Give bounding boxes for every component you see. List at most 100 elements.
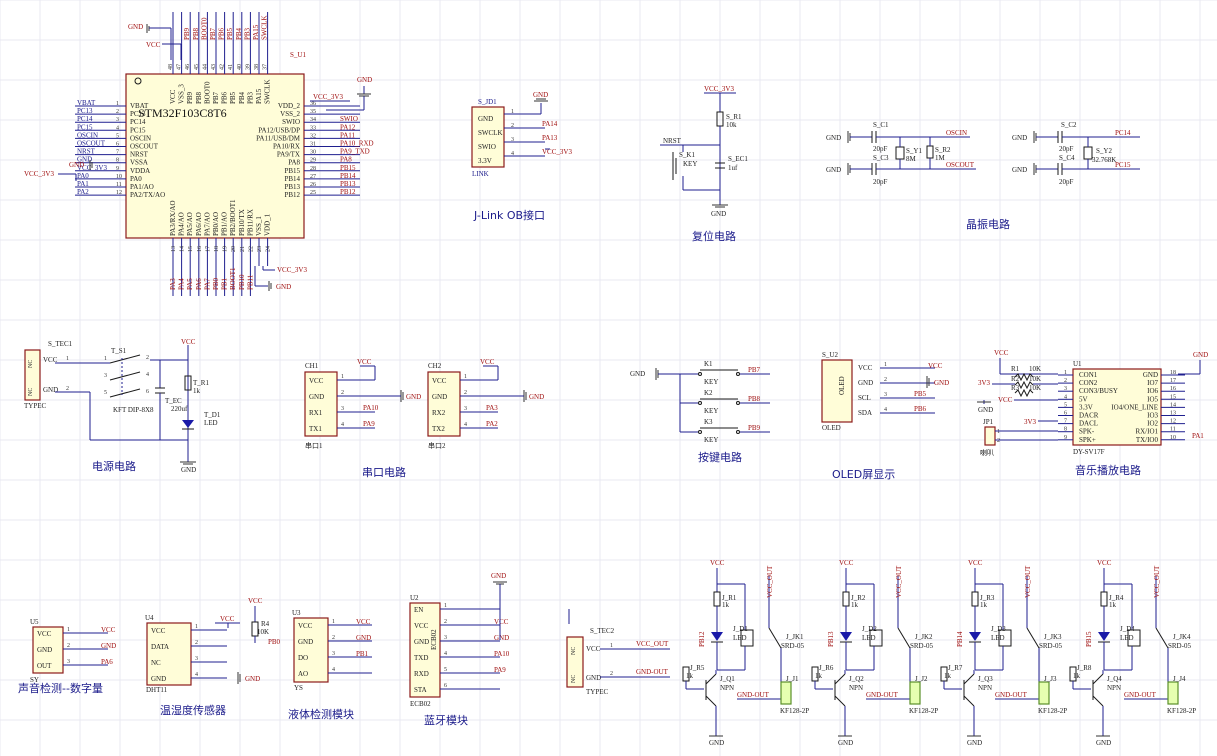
mcu-top-net: PB6 xyxy=(218,27,226,40)
music-right-pin: IO7 xyxy=(1147,379,1158,387)
bt-net: PA9 xyxy=(494,666,506,674)
mcu-bottom-net: PA3 xyxy=(169,278,177,290)
keys-gnd: GND xyxy=(630,370,645,378)
sw-n1: 1 xyxy=(104,356,107,362)
ch2-vcc: VCC xyxy=(480,358,495,366)
dht-body[interactable] xyxy=(146,622,192,686)
relay-gnd: GND xyxy=(709,739,724,747)
power-dip-switch[interactable] xyxy=(109,354,141,398)
power-typec-body[interactable] xyxy=(24,349,41,401)
sound-body[interactable] xyxy=(32,626,64,674)
ch1-vcc: VCC xyxy=(357,358,372,366)
xtal-r2-ref: S_R2 xyxy=(935,146,951,154)
mcu-left-net: PA2 xyxy=(77,188,89,196)
music-r2-icon xyxy=(1014,380,1034,390)
reset-title: 复位电路 xyxy=(692,229,736,243)
mcu-body[interactable] xyxy=(125,73,305,239)
relay-terminal[interactable] xyxy=(780,681,792,705)
oled-num: 4 xyxy=(884,407,887,413)
mcu-right-net: PA11 xyxy=(340,131,356,139)
relay-terminal[interactable] xyxy=(909,681,921,705)
xtal-gnd-1: GND xyxy=(826,134,841,142)
mcu-left-net: PC13 xyxy=(77,107,93,115)
relay-d-val: LED xyxy=(991,634,1005,642)
music-r2-val: 10K xyxy=(1029,375,1041,383)
music-right-pin: IO2 xyxy=(1147,420,1158,428)
relay-r1-ref: J_R4 xyxy=(1109,594,1124,602)
relay-r1-ref: J_R1 xyxy=(722,594,737,602)
dht-net-data: PB0 xyxy=(268,638,281,646)
ch1-part: 串口1 xyxy=(305,442,323,450)
mcu-left-num: 2 xyxy=(116,109,119,115)
mcu-top-pin: PB4 xyxy=(238,91,246,104)
vss2-gnd-label: GND xyxy=(357,76,372,84)
xtal-pc15: PC15 xyxy=(1115,161,1131,169)
power-r-ref: T_R1 xyxy=(193,379,209,387)
mcu-bottom-net: PA4 xyxy=(178,278,186,290)
liquid-net: VCC xyxy=(356,618,371,626)
jlink-body[interactable] xyxy=(471,106,505,168)
tec2-pin-nc2: NC xyxy=(571,675,577,683)
oled-net: PB5 xyxy=(914,390,927,398)
oled-num: 1 xyxy=(884,362,887,368)
music-speaker-jp[interactable] xyxy=(984,426,996,446)
xtal-y2 xyxy=(1083,146,1093,160)
ch2-gnd: GND xyxy=(529,393,544,401)
dht-ref: U4 xyxy=(145,614,154,622)
mcu-right-num: 35 xyxy=(310,109,316,115)
crystal-block: GND S_C1 20pF OSCIN GND S_C3 20pF OSCOUT… xyxy=(826,121,1140,231)
bt-num: 6 xyxy=(444,683,447,689)
mcu-right-num: 31 xyxy=(310,142,316,148)
xtal-y1-ref: S_Y1 xyxy=(906,147,922,155)
relay-r2-val: 1k xyxy=(815,672,823,680)
relay-r1 xyxy=(842,591,850,607)
reset-k-val: KEY xyxy=(683,160,697,168)
jlink-gnd: GND xyxy=(533,91,548,99)
reset-c-ref: S_EC1 xyxy=(728,155,748,163)
tec2-n1: 1 xyxy=(610,643,613,649)
oled-body[interactable] xyxy=(821,359,853,423)
music-pa1: PA1 xyxy=(1192,432,1204,440)
dht-part: DHT11 xyxy=(146,686,168,694)
xtal-c3: S_C3 xyxy=(873,154,889,162)
sound-num: 1 xyxy=(67,627,70,633)
mcu-vcc-label: VCC xyxy=(146,41,161,49)
mcu-top-net: PB3 xyxy=(243,27,251,40)
ch2-part: 串口2 xyxy=(428,442,446,450)
ch1-pin: GND xyxy=(309,393,324,401)
reset-block: VCC_3V3 S_R1 10k NRST S_K1 KEY S_EC1 1uf… xyxy=(660,85,748,243)
bt-pin: RXD xyxy=(414,670,429,678)
music-r3-icon xyxy=(1014,388,1034,398)
music-body[interactable] xyxy=(1072,368,1162,446)
relay-r1-val: 1k xyxy=(722,601,730,609)
relay-terminal[interactable] xyxy=(1038,681,1050,705)
power-d-ref: T_D1 xyxy=(204,411,221,419)
power-num-1: 1 xyxy=(66,356,69,362)
mcu-bottom-pin: PB11/RX xyxy=(246,209,254,236)
led-icon xyxy=(711,632,723,641)
ch1-body[interactable] xyxy=(304,371,338,437)
sw-n4: 4 xyxy=(146,372,149,378)
key-net: PB7 xyxy=(748,366,761,374)
mcu-left-num: 7 xyxy=(116,150,119,156)
relay-j-ref: J_J3 xyxy=(1044,675,1057,683)
liquid-body[interactable] xyxy=(293,617,329,683)
relay-terminal[interactable] xyxy=(1167,681,1179,705)
ch1-num: 1 xyxy=(341,374,344,380)
key-ref: K2 xyxy=(704,389,713,397)
music-right-pin: IO6 xyxy=(1147,387,1158,395)
ch1-pin: TX1 xyxy=(309,425,322,433)
bt-body[interactable] xyxy=(409,602,441,698)
music-left-pin: DACL xyxy=(1079,420,1098,428)
liquid-net: GND xyxy=(356,634,371,642)
mcu-right-net: PB14 xyxy=(340,172,356,180)
ch2-body[interactable] xyxy=(427,371,461,437)
mcu-top-num: 48 xyxy=(168,64,174,70)
oled-pin: SDA xyxy=(858,409,872,417)
ch1-num: 2 xyxy=(341,390,344,396)
tec2-body[interactable] xyxy=(566,636,584,688)
